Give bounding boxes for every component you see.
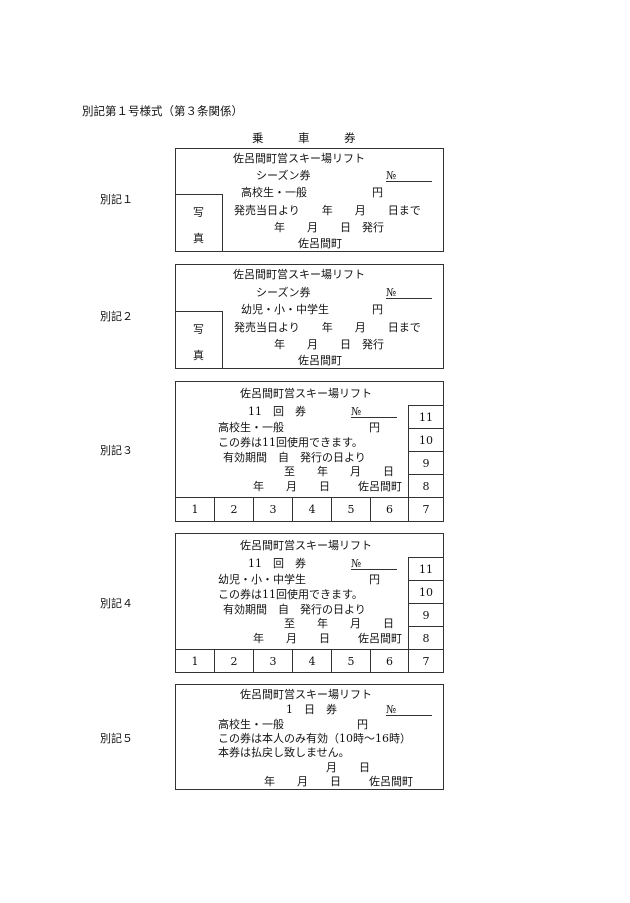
ticket-label: 別記２: [100, 310, 133, 323]
ticket-issue-date: 年 月 日 発行: [274, 221, 384, 234]
stub-cell: 4: [292, 497, 332, 522]
ticket-validity: 発売当日より 年 月 日まで: [234, 204, 421, 217]
ticket-number: №: [351, 406, 397, 418]
stub-cell: 6: [370, 497, 409, 522]
ticket-category: 高校生・一般: [218, 718, 284, 731]
ticket-price-unit: 円: [369, 573, 380, 586]
ticket-issue-date: 年 月 日: [253, 480, 330, 493]
photo-label-top: 写: [193, 206, 204, 219]
ticket-issue-date: 年 月 日: [264, 775, 341, 788]
ticket-issuer: 佐呂間町: [298, 354, 342, 367]
ticket-type: 11 回 券: [248, 405, 306, 418]
ticket-issuer: 佐呂間町: [358, 632, 402, 645]
ticket-number: №: [386, 170, 432, 182]
photo-label-top: 写: [193, 323, 204, 336]
ticket-category: 幼児・小・中学生: [218, 573, 306, 586]
season-ticket-adult: 写 真 佐呂間町営スキー場リフト シーズン券 № 高校生・一般 円 発売当日より…: [175, 148, 444, 252]
stub-cell: 3: [253, 649, 293, 673]
ticket-title: 佐呂間町営スキー場リフト: [240, 387, 372, 400]
stub-cell: 3: [253, 497, 293, 522]
form-header: 別記第１号様式（第３条関係）: [82, 104, 243, 118]
eleven-ride-ticket-child: 佐呂間町営スキー場リフト 11 回 券 № 幼児・小・中学生 円 この券は11回…: [175, 533, 444, 673]
ticket-issue-date: 年 月 日: [253, 632, 330, 645]
ticket-category: 高校生・一般: [241, 186, 307, 199]
ticket-title: 佐呂間町営スキー場リフト: [233, 152, 365, 165]
ticket-usage-note: この券は11回使用できます。: [218, 436, 363, 449]
ticket-price-unit: 円: [372, 303, 383, 316]
ticket-type: シーズン券: [256, 286, 311, 299]
stub-cell: 8: [408, 474, 444, 498]
ticket-number: №: [386, 704, 432, 716]
stub-cell: 9: [408, 603, 444, 627]
ticket-validity-to: 至 年 月 日: [284, 465, 394, 478]
ticket-issuer: 佐呂間町: [358, 480, 402, 493]
ticket-title: 佐呂間町営スキー場リフト: [240, 688, 372, 701]
photo-label-bottom: 真: [193, 349, 204, 362]
ticket-issue-date: 年 月 日 発行: [274, 338, 384, 351]
stub-cell: 7: [408, 649, 444, 673]
stub-cell: 7: [408, 497, 444, 522]
photo-box: 写 真: [175, 311, 223, 369]
ticket-issuer: 佐呂間町: [369, 775, 413, 788]
one-day-ticket: 佐呂間町営スキー場リフト 1 日 券 № 高校生・一般 円 この券は本人のみ有効…: [175, 684, 444, 790]
ticket-validity-to: 至 年 月 日: [284, 617, 394, 630]
stub-cell: 11: [408, 557, 444, 581]
stub-cell: 1: [175, 649, 215, 673]
stub-cell: 8: [408, 626, 444, 650]
ticket-heading: 乗 車 券: [252, 131, 356, 145]
stub-cell: 10: [408, 428, 444, 452]
ticket-issuer: 佐呂間町: [298, 237, 342, 250]
ticket-validity-from: 有効期間 自 発行の日より: [223, 451, 366, 464]
ticket-valid-date: 月 日: [326, 761, 370, 774]
ticket-price-unit: 円: [372, 186, 383, 199]
stub-cell: 11: [408, 405, 444, 429]
ticket-price-unit: 円: [357, 718, 368, 731]
ticket-usage-note: この券は本人のみ有効（10時～16時）: [218, 732, 411, 745]
ticket-label: 別記５: [100, 732, 133, 745]
ticket-validity-from: 有効期間 自 発行の日より: [223, 603, 366, 616]
stub-cell: 5: [331, 497, 371, 522]
stub-cell: 1: [175, 497, 215, 522]
ticket-type: 11 回 券: [248, 557, 306, 570]
ticket-usage-note: この券は11回使用できます。: [218, 588, 363, 601]
ticket-type: シーズン券: [256, 169, 311, 182]
stub-cell: 4: [292, 649, 332, 673]
ticket-label: 別記１: [100, 193, 133, 206]
ticket-number: №: [386, 287, 432, 299]
ticket-label: 別記３: [100, 444, 133, 457]
stub-cell: 6: [370, 649, 409, 673]
ticket-label: 別記４: [100, 597, 133, 610]
ticket-price-unit: 円: [369, 421, 380, 434]
season-ticket-child: 写 真 佐呂間町営スキー場リフト シーズン券 № 幼児・小・中学生 円 発売当日…: [175, 264, 444, 369]
stub-cell: 5: [331, 649, 371, 673]
stub-cell: 2: [214, 497, 254, 522]
ticket-category: 幼児・小・中学生: [241, 303, 329, 316]
ticket-title: 佐呂間町営スキー場リフト: [240, 539, 372, 552]
stub-cell: 9: [408, 451, 444, 475]
ticket-refund-note: 本券は払戻し致しません。: [218, 746, 350, 759]
ticket-category: 高校生・一般: [218, 421, 284, 434]
photo-box: 写 真: [175, 194, 223, 252]
photo-label-bottom: 真: [193, 232, 204, 245]
stub-cell: 2: [214, 649, 254, 673]
stub-cell: 10: [408, 580, 444, 604]
ticket-title: 佐呂間町営スキー場リフト: [233, 268, 365, 281]
ticket-validity: 発売当日より 年 月 日まで: [234, 321, 421, 334]
ticket-number: №: [351, 558, 397, 570]
eleven-ride-ticket-adult: 佐呂間町営スキー場リフト 11 回 券 № 高校生・一般 円 この券は11回使用…: [175, 381, 444, 522]
ticket-type: 1 日 券: [286, 703, 337, 716]
